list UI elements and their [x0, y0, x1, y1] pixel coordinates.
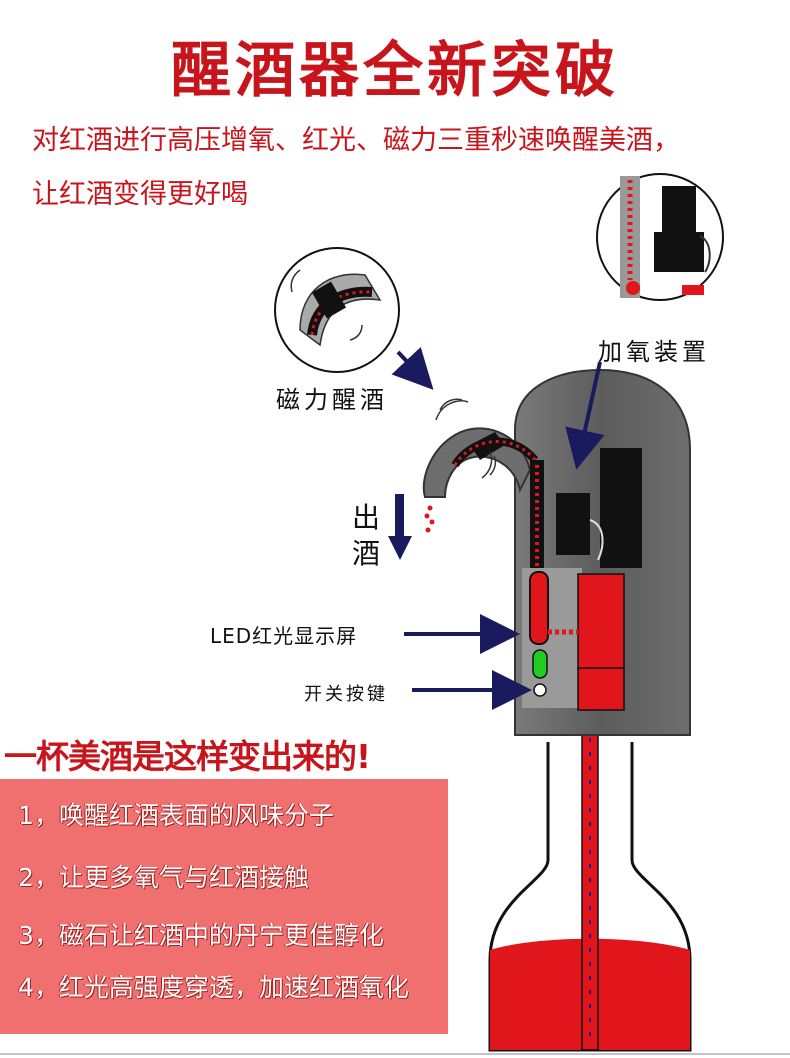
led-display-label: LED红光显示屏 — [210, 624, 358, 648]
callout-arrows — [391, 346, 605, 710]
step-item: 1，唤醒红酒表面的风味分子 — [18, 801, 334, 830]
wine-drops — [424, 505, 435, 533]
step-item: 4，红光高强度穿透，加速红酒氧化 — [18, 973, 409, 1002]
step-item: 3，磁石让红酒中的丹宁更佳醇化 — [18, 921, 384, 950]
subtitle-line-1: 对红酒进行高压增氧、红光、磁力三重秒速唤醒美酒， — [32, 125, 680, 156]
magnetic-zoom-circle — [274, 247, 400, 373]
step-item: 2，让更多氧气与红酒接触 — [18, 863, 309, 892]
subtitle-line-2: 让红酒变得更好喝 — [32, 179, 248, 210]
oxygen-device-label: 加氧装置 — [598, 338, 710, 366]
wine-tube — [581, 699, 599, 1051]
power-button-label: 开关按键 — [304, 684, 388, 705]
pour-down-arrow-icon — [388, 494, 412, 560]
magnetic-wave-icon — [435, 398, 497, 479]
oxygen-zoom-circle — [596, 173, 724, 301]
magnetic-label: 磁力醒酒 — [276, 386, 388, 414]
page-title: 醒酒器全新突破 — [171, 36, 619, 106]
steps-panel — [0, 779, 448, 1034]
slogan: 一杯美酒是这样变出来的! — [4, 737, 371, 776]
pour-label: 出酒 — [352, 501, 381, 570]
aerator-body — [422, 368, 691, 736]
